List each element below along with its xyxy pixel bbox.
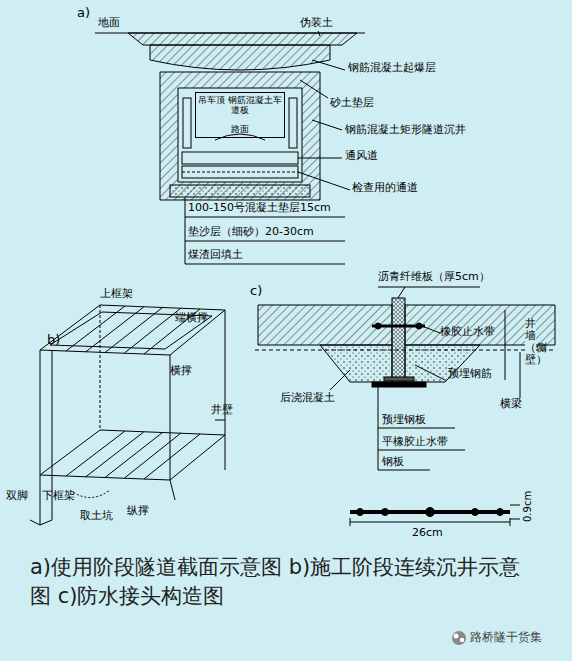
- callout-label: c): [250, 284, 262, 299]
- callout-label: 沥青纤维板（厚5cm）: [378, 271, 490, 284]
- callout-label: 取土坑: [80, 510, 113, 523]
- callout-label: 伪装土: [300, 17, 333, 30]
- callout-label: 横撑: [170, 365, 192, 378]
- callout-label: 煤渣回填土: [188, 249, 243, 262]
- callout-label: a): [77, 6, 90, 21]
- road-label: 路面: [198, 124, 282, 134]
- dimension-label: 0.9cm: [522, 491, 534, 522]
- watermark: 路桥隧干货集: [470, 631, 542, 645]
- section-b: [30, 305, 225, 525]
- callout-label: 26cm: [412, 527, 443, 540]
- callout-label: 井壁: [211, 404, 233, 417]
- callout-label: 下框架: [42, 490, 75, 503]
- callout-label: 橡胶止水带: [440, 326, 495, 339]
- callout-label: 横梁: [500, 398, 522, 411]
- callout-label: 预埋钢板: [382, 414, 426, 427]
- dimension-label: 井墙（侧壁）: [525, 318, 536, 366]
- callout-label: 钢筋混凝土矩形隧道沉井: [345, 124, 466, 137]
- callout-label: 双脚: [6, 490, 28, 503]
- callout-label: 纵撑: [127, 505, 149, 518]
- callout-label: 地面: [98, 17, 120, 30]
- section-a: [95, 31, 365, 264]
- box-title: 吊车顶 钢筋混凝土车道板: [198, 95, 282, 116]
- callout-label: 平橡胶止水带: [382, 436, 448, 449]
- callout-label: 预埋钢筋: [448, 368, 492, 381]
- callout-label: 垫沙层（细砂）20-30cm: [188, 226, 314, 239]
- section-c: [255, 287, 555, 526]
- callout-label: 检查用的通道: [352, 182, 418, 195]
- watermark-icon: [452, 631, 466, 645]
- caption: a)使用阶段隧道截面示意图 b)施工阶段连续沉井示意图 c)防水接头构造图: [30, 553, 530, 612]
- slab-box: 吊车顶 钢筋混凝土车道板路面: [195, 92, 285, 138]
- callout-label: 钢板: [382, 456, 404, 469]
- callout-label: 端横撑: [175, 312, 208, 325]
- callout-label: 上框架: [100, 288, 133, 301]
- callout-label: 后浇混凝土: [280, 392, 335, 405]
- callout-label: 钢筋混凝土起爆层: [348, 62, 436, 75]
- callout-label: 通风道: [345, 150, 378, 163]
- callout-label: 100-150号混凝土垫层15cm: [188, 202, 331, 215]
- callout-label: 砂土垫层: [330, 97, 374, 110]
- callout-label: b): [47, 333, 60, 348]
